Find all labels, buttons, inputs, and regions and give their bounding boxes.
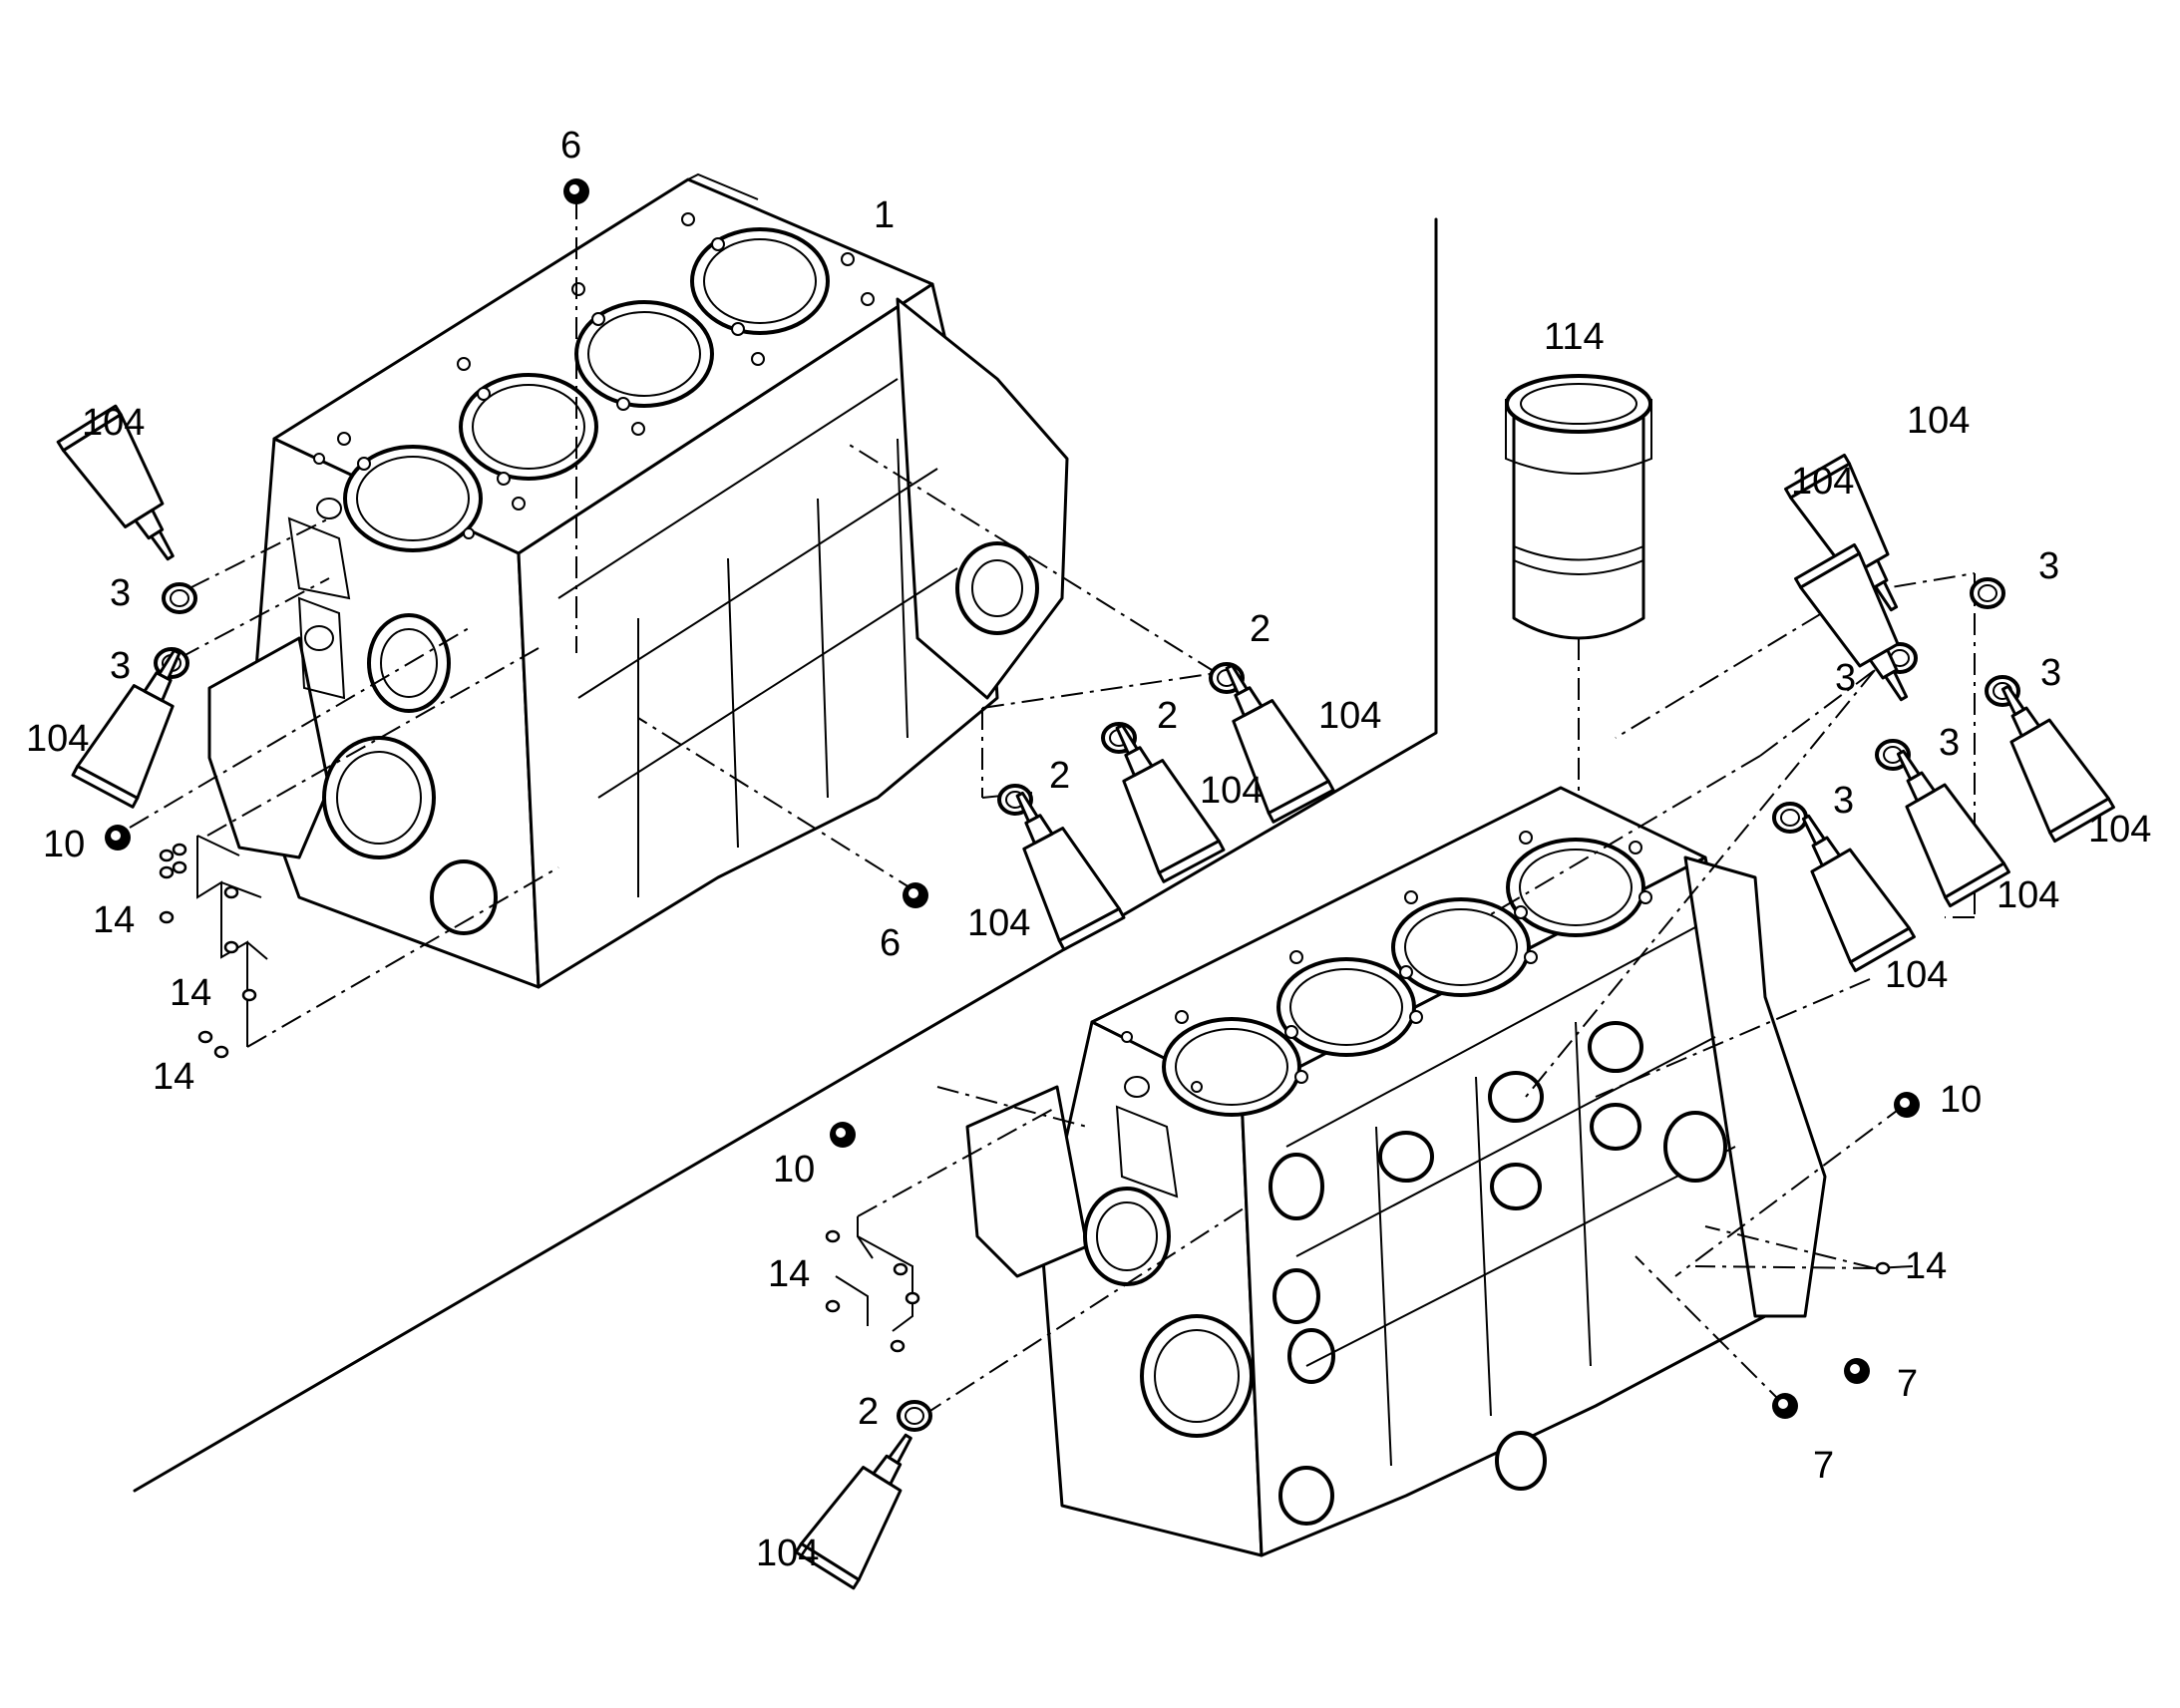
callout-104-left: 104 <box>26 718 89 760</box>
plug-6-bottom <box>902 881 929 909</box>
callout-104-g: 104 <box>1791 461 1854 503</box>
callout-2-a: 2 <box>1250 608 1271 650</box>
plug-6-top <box>562 177 590 205</box>
plug-7b <box>1771 1392 1799 1420</box>
callout-2-d: 2 <box>858 1391 879 1433</box>
callout-10-front: 10 <box>773 1149 815 1191</box>
callout-7-a: 7 <box>1897 1363 1918 1405</box>
callout-3-b: 3 <box>110 645 131 687</box>
engine-block-top-left <box>207 172 1069 989</box>
callout-1: 1 <box>874 194 895 236</box>
callout-6-top: 6 <box>560 125 581 167</box>
cylinder-liner-114 <box>1505 374 1652 887</box>
callout-104-j: 104 <box>1885 954 1948 996</box>
callout-14-a: 14 <box>93 899 135 941</box>
callout-14-d: 14 <box>768 1253 810 1295</box>
callout-104-c: 104 <box>1318 695 1381 737</box>
plug-10-front <box>829 1121 857 1149</box>
callout-2-c: 2 <box>1049 755 1070 797</box>
callout-3-g: 3 <box>1833 780 1854 822</box>
plug-7a <box>1843 1357 1871 1385</box>
callout-104-top-left: 104 <box>82 402 145 444</box>
callout-104-e: 104 <box>967 902 1030 944</box>
callout-104-f: 104 <box>1907 400 1970 442</box>
callout-10-left: 10 <box>43 824 85 865</box>
callout-14-c: 14 <box>153 1056 194 1098</box>
callout-10-rear: 10 <box>1940 1079 1982 1121</box>
callout-labels: 1 6 6 104 3 3 104 10 14 14 14 2 104 2 10… <box>26 125 2151 1574</box>
callout-104-k: 104 <box>756 1533 819 1574</box>
callout-104-d: 104 <box>1200 770 1263 812</box>
callout-104-i: 104 <box>1997 874 2059 916</box>
plug-10-left <box>104 824 132 852</box>
callout-6-bottom: 6 <box>880 922 901 964</box>
callout-3-f: 3 <box>1939 722 1960 764</box>
leaders-top-left <box>129 197 1218 1048</box>
callout-3-c: 3 <box>2038 545 2059 587</box>
callout-3-d: 3 <box>1835 657 1856 699</box>
callout-3-e: 3 <box>2040 652 2061 694</box>
callout-104-h: 104 <box>2088 809 2151 851</box>
callout-7-b: 7 <box>1813 1445 1834 1487</box>
seal-ring-3g <box>1772 802 1808 834</box>
callout-2-b: 2 <box>1157 695 1178 737</box>
callout-14-b: 14 <box>170 972 211 1014</box>
sealant-tube-104-r2 <box>1794 542 1935 717</box>
seal-ring-3a <box>162 582 197 614</box>
callout-114: 114 <box>1544 316 1605 358</box>
callout-14-e: 14 <box>1905 1245 1947 1287</box>
plug-10-rear <box>1893 1091 1921 1119</box>
seal-ring-2d <box>897 1400 932 1432</box>
section-divider <box>133 217 1438 1493</box>
callout-3-a: 3 <box>110 572 131 614</box>
seal-ring-3c <box>1970 577 2005 609</box>
